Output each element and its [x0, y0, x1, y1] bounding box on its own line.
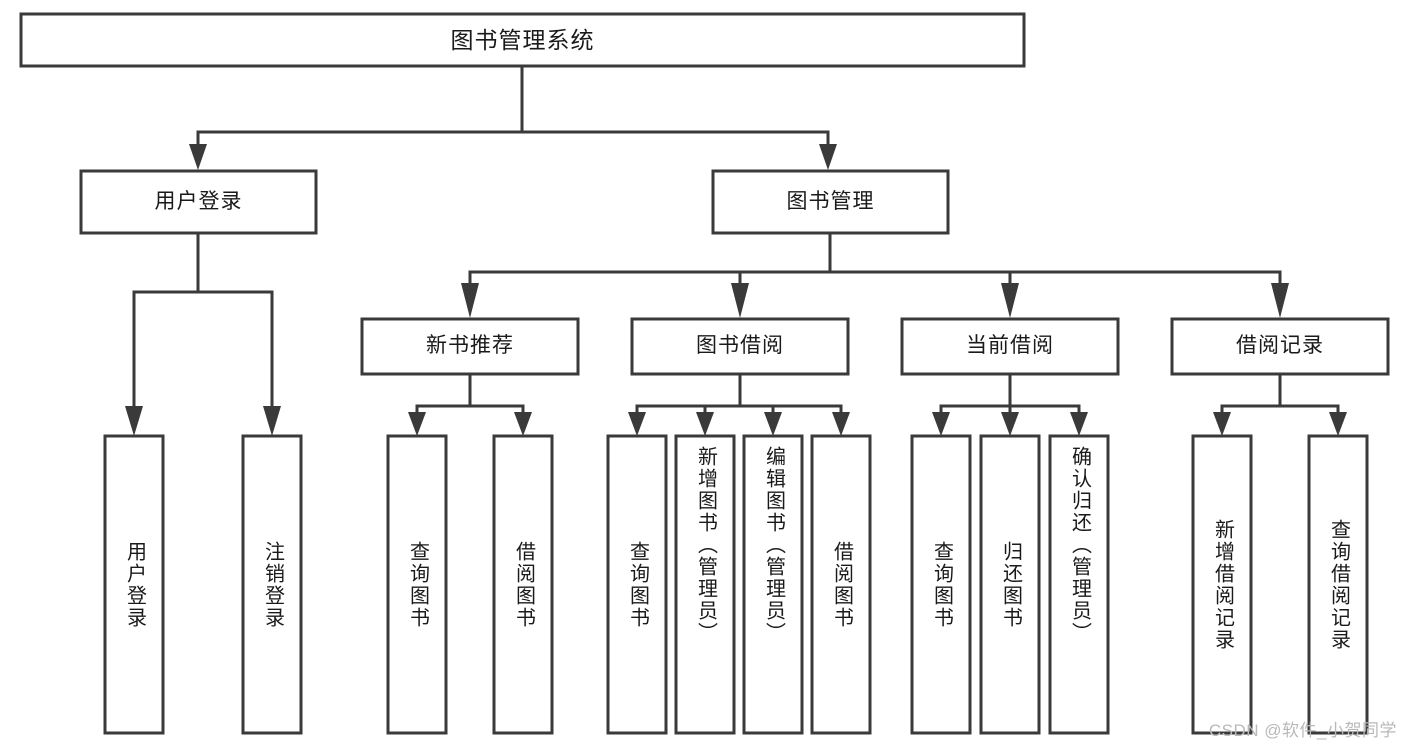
arrowhead-recommend-leaf1 — [408, 412, 426, 436]
leafbox-current-1[interactable] — [910, 434, 972, 735]
arrowhead-to-current-borrow — [1001, 283, 1019, 318]
leafbox-current-2[interactable] — [979, 434, 1041, 735]
arrowhead-current-leaf3 — [1070, 412, 1088, 436]
arrowhead-to-book-borrow — [731, 283, 749, 318]
arrowhead-record-leaf1 — [1213, 412, 1231, 436]
connector-current-borrow-children — [939, 372, 1081, 416]
node-current-borrow[interactable] — [900, 317, 1120, 376]
node-new-book-recommend[interactable] — [360, 317, 580, 376]
arrowhead-user-login-leaf2 — [263, 406, 281, 436]
arrowhead-borrow-leaf1 — [628, 412, 646, 436]
leafbox-record-2[interactable] — [1307, 434, 1369, 735]
leafbox-current-3[interactable] — [1048, 434, 1110, 735]
leafbox-borrow-3[interactable] — [742, 434, 804, 735]
node-book-manage[interactable] — [711, 169, 950, 235]
arrowhead-user-login-leaf1 — [125, 406, 143, 436]
leafbox-recommend-2[interactable] — [492, 434, 554, 735]
node-book-borrow[interactable] — [630, 317, 850, 376]
leafbox-record-1[interactable] — [1191, 434, 1253, 735]
leafbox-borrow-4[interactable] — [810, 434, 872, 735]
leafbox-user-login-1[interactable] — [103, 434, 165, 735]
arrowhead-current-leaf1 — [932, 412, 950, 436]
arrowhead-recommend-leaf2 — [514, 412, 532, 436]
leafbox-borrow-2[interactable] — [674, 434, 736, 735]
node-borrow-record[interactable] — [1170, 317, 1390, 376]
arrowhead-borrow-leaf4 — [832, 412, 850, 436]
arrowhead-current-leaf2 — [1001, 412, 1019, 436]
connector-borrow-record-children — [1220, 372, 1340, 416]
arrowhead-to-new-book-recommend — [461, 283, 479, 318]
leafbox-user-login-2[interactable] — [241, 434, 303, 735]
leafbox-borrow-1[interactable] — [606, 434, 668, 735]
arrowhead-borrow-leaf2 — [696, 412, 714, 436]
connector-recommend-children — [415, 372, 525, 416]
connector-book-manage-children — [468, 231, 1282, 287]
node-user-login[interactable] — [79, 169, 318, 235]
arrowhead-to-book-manage — [819, 144, 837, 170]
arrowhead-to-borrow-record — [1271, 283, 1289, 318]
connector-book-borrow-children — [635, 372, 843, 416]
connector-user-login-children — [132, 231, 274, 410]
node-root[interactable] — [19, 12, 1026, 68]
watermark-text: CSDN @软件_小贺同学 — [1208, 721, 1397, 740]
arrowhead-borrow-leaf3 — [764, 412, 782, 436]
arrowhead-to-user-login — [189, 144, 207, 170]
leafbox-recommend-1[interactable] — [386, 434, 448, 735]
arrowhead-record-leaf2 — [1329, 412, 1347, 436]
connector-root-to-level2 — [196, 64, 830, 148]
